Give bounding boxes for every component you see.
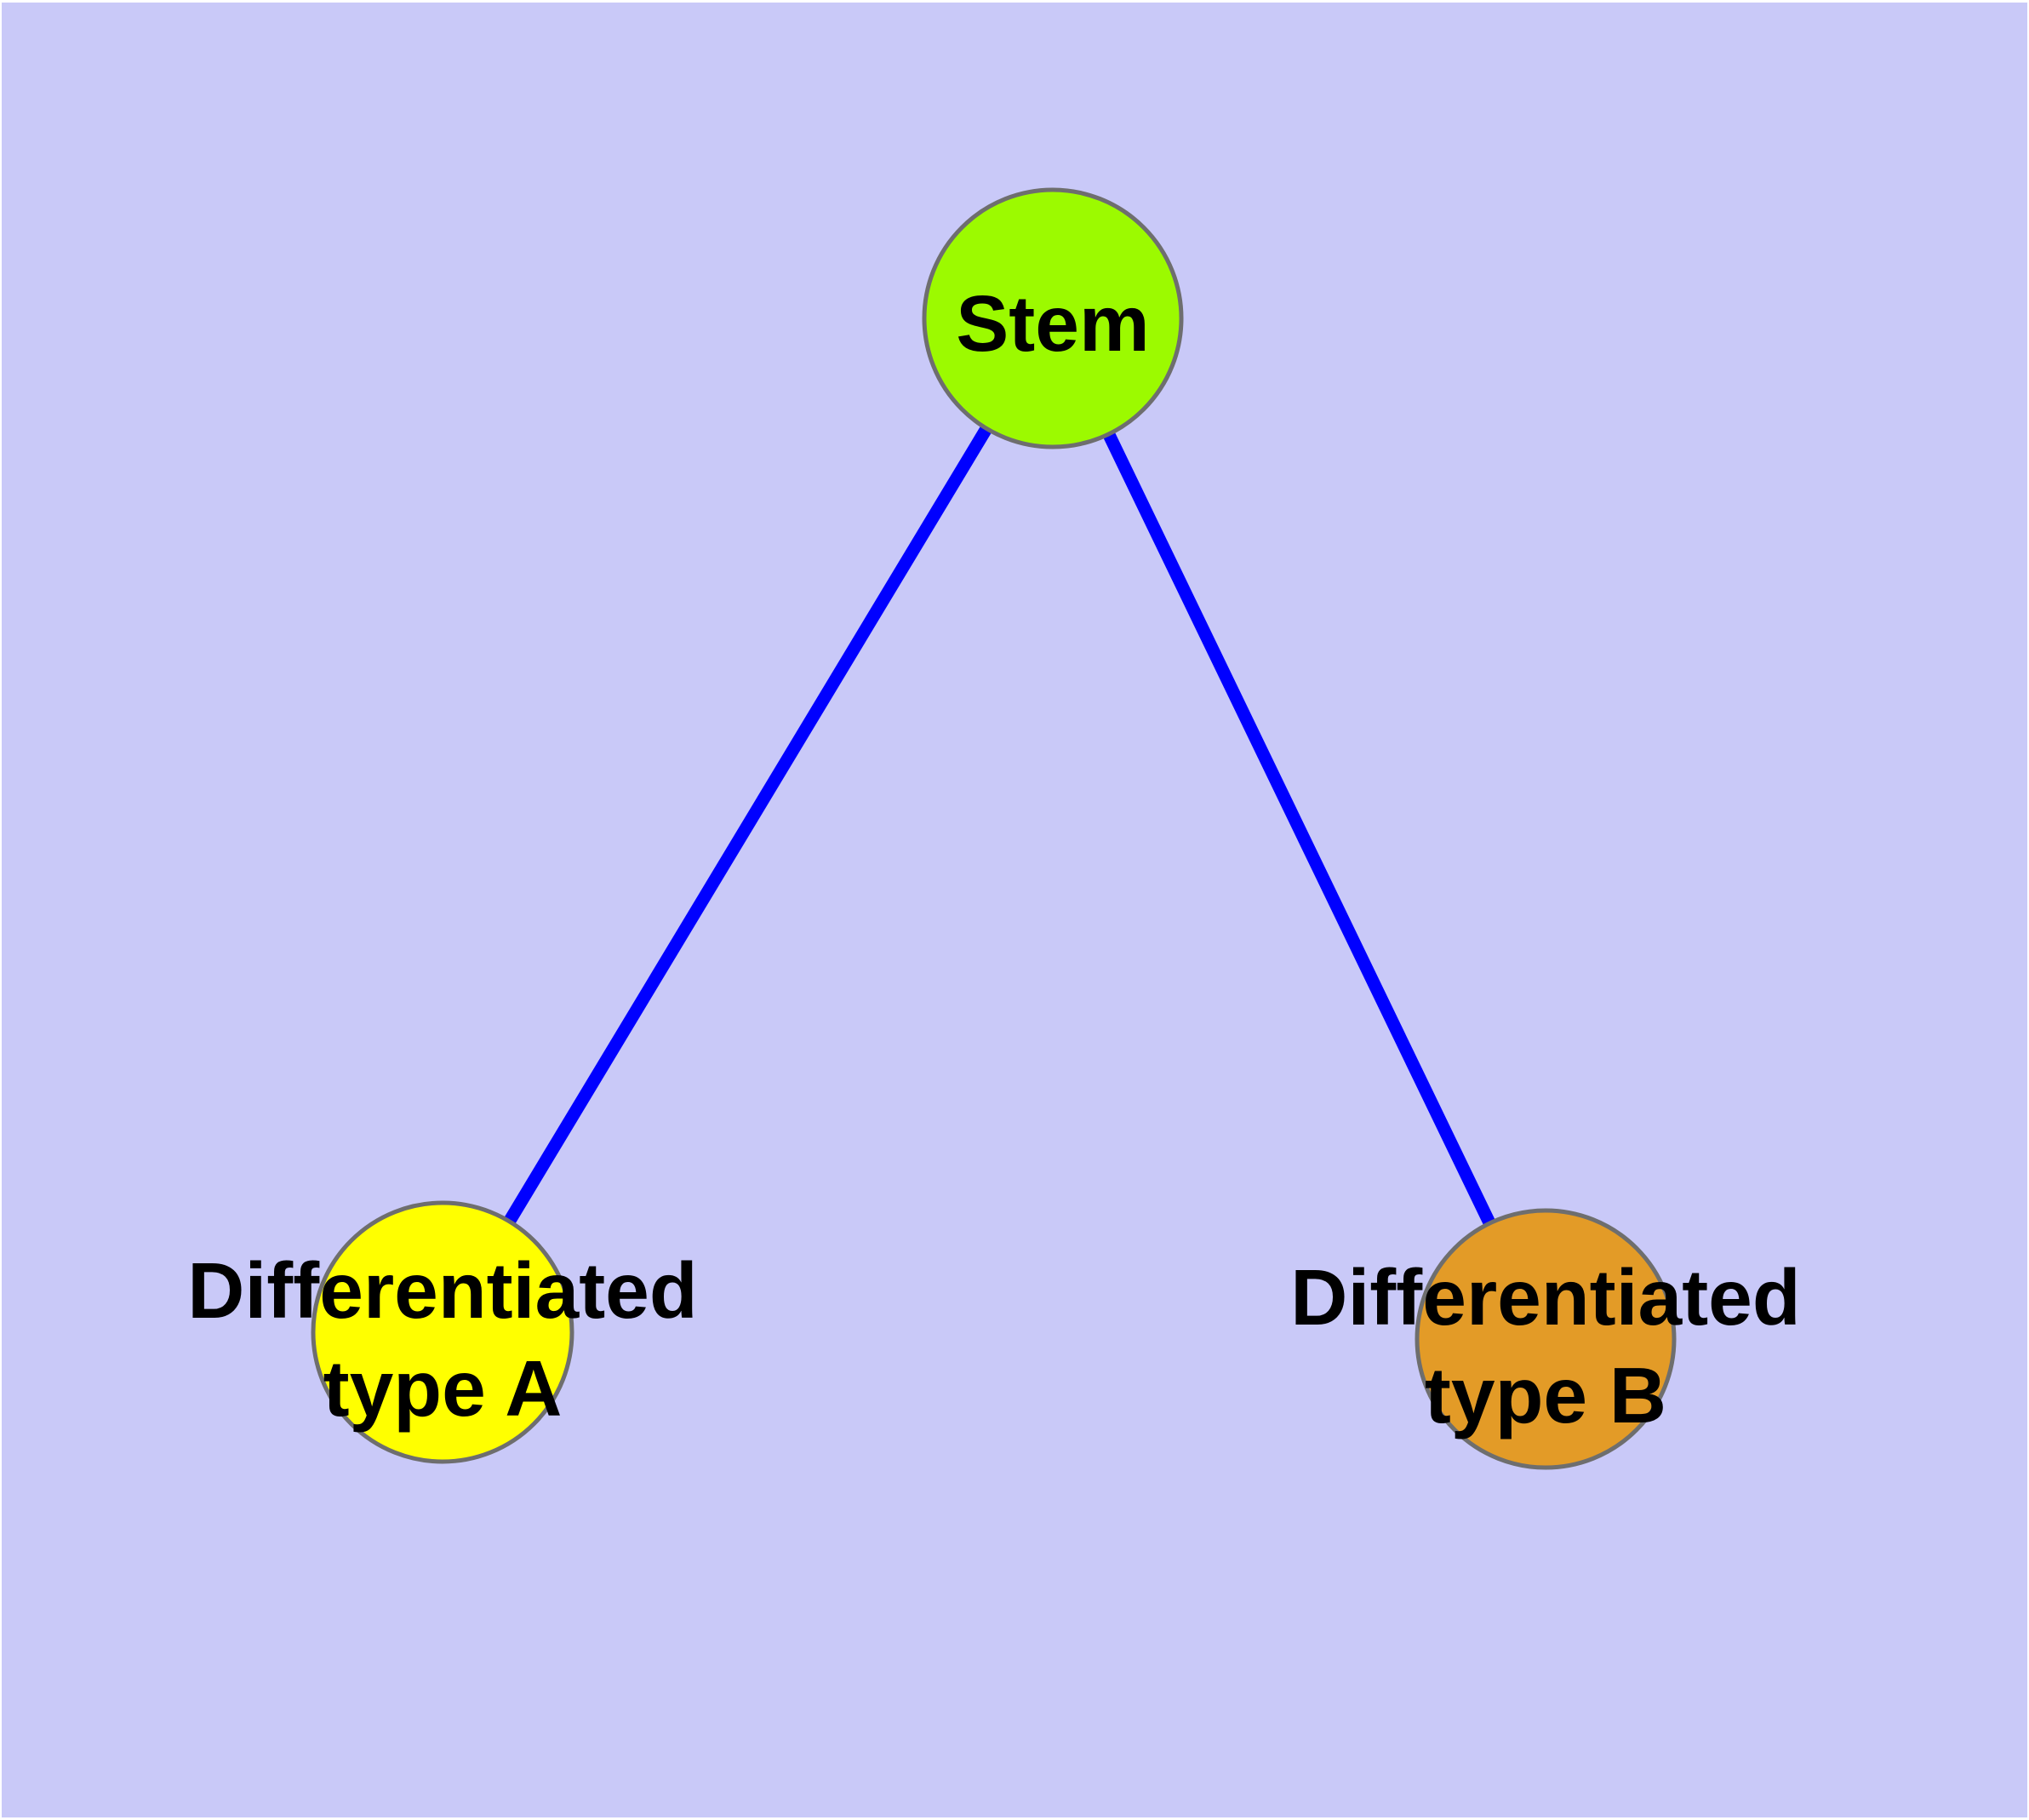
node-type-a-label-line1: Differentiated <box>187 1246 697 1335</box>
edge-stem-to-type-a <box>437 315 1059 1336</box>
edge-stem-to-type-b <box>1047 315 1552 1342</box>
node-type-b-label-line1: Differentiated <box>1290 1253 1800 1342</box>
node-type-b-label-line2: type B <box>1425 1351 1666 1439</box>
node-differentiated-type-a <box>311 1200 574 1464</box>
node-differentiated-type-b <box>1415 1208 1677 1470</box>
node-stem <box>922 187 1184 449</box>
node-type-a-label-line2: type A <box>323 1344 563 1433</box>
node-stem-label: Stem <box>956 279 1149 368</box>
